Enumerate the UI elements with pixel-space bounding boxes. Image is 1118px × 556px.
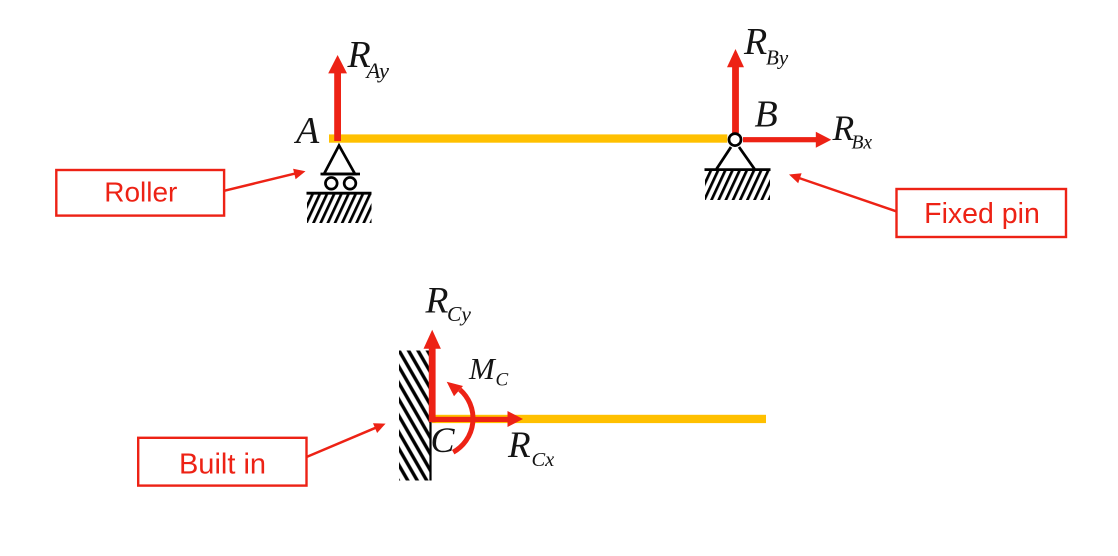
svg-text:R: R [507, 425, 531, 466]
svg-text:R: R [743, 21, 767, 63]
svg-text:B: B [755, 94, 778, 136]
svg-text:A: A [293, 110, 320, 152]
svg-text:R: R [425, 281, 449, 322]
svg-text:Ay: Ay [365, 58, 390, 83]
svg-text:C: C [431, 420, 456, 460]
svg-text:Cx: Cx [532, 449, 555, 471]
svg-text:C: C [496, 370, 509, 391]
svg-text:R: R [832, 108, 855, 148]
svg-text:Fixed pin: Fixed pin [924, 198, 1040, 230]
svg-text:By: By [766, 45, 789, 69]
svg-text:M: M [468, 351, 497, 386]
svg-text:Bx: Bx [852, 132, 873, 153]
svg-text:R: R [347, 34, 371, 76]
svg-text:Cy: Cy [447, 302, 471, 326]
svg-text:Built in: Built in [179, 449, 266, 481]
svg-text:Roller: Roller [104, 176, 177, 207]
